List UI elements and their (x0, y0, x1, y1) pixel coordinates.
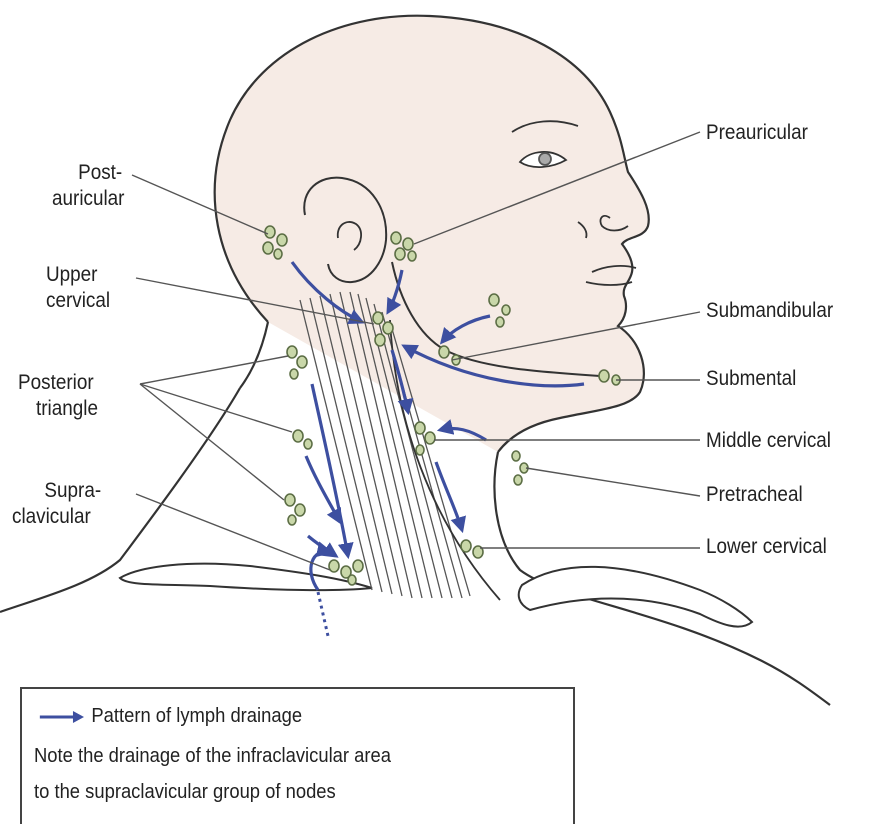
label-preauricular: Preauricular (706, 120, 808, 146)
legend-arrow-label: Pattern of lymph drainage (91, 705, 302, 727)
label-lower-cervical: Lower cervical (706, 534, 827, 560)
label-supraclavicular: Supra- clavicular (12, 478, 101, 530)
drainage-arrow-icon (38, 710, 86, 724)
label-pretracheal: Pretracheal (706, 482, 803, 508)
label-upper-cervical: Upper cervical (46, 262, 110, 314)
legend-note-line-1: Note the drainage of the infraclavicular… (34, 745, 391, 768)
infraclavicular-dotted-line (318, 592, 328, 636)
label-middle-cervical: Middle cervical (706, 428, 831, 454)
label-submandibular: Submandibular (706, 298, 833, 324)
legend-note-line-2: to the supraclavicular group of nodes (34, 781, 336, 804)
label-post-auricular: Post- auricular (52, 160, 124, 212)
label-posterior-triangle: Posterior triangle (18, 370, 98, 422)
legend-arrow-row: Pattern of lymph drainage (38, 705, 302, 728)
legend-box: Pattern of lymph drainage Note the drain… (20, 687, 575, 824)
label-submental: Submental (706, 366, 796, 392)
